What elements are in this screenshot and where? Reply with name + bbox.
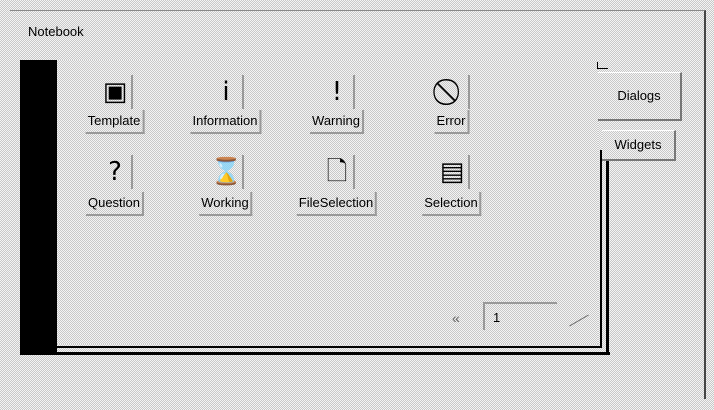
tab-corner-mark [597, 62, 608, 69]
selection-icon[interactable]: ▤ [436, 155, 470, 189]
tab-dialogs[interactable]: Dialogs [598, 72, 682, 121]
button-selection[interactable]: Selection [422, 192, 482, 216]
button-error[interactable]: Error [434, 110, 470, 134]
window-frame [10, 10, 706, 399]
page-edge [606, 155, 609, 355]
page-edge [34, 352, 610, 355]
file-selection-icon[interactable]: 🗋 [321, 155, 355, 189]
button-working[interactable]: Working [199, 192, 253, 216]
button-warning[interactable]: Warning [310, 110, 364, 134]
button-template[interactable]: Template [85, 110, 145, 134]
button-fileselection[interactable]: FileSelection [296, 192, 378, 216]
button-information[interactable]: Information [190, 110, 262, 134]
question-icon[interactable]: ? [99, 155, 133, 189]
tab-widgets[interactable]: Widgets [602, 130, 676, 161]
information-icon[interactable]: i [210, 75, 244, 109]
page-edge [600, 150, 602, 348]
page-back-arrow-icon[interactable]: « [452, 310, 460, 326]
notebook-binding [20, 60, 57, 355]
button-question[interactable]: Question [85, 192, 145, 216]
page-number-field[interactable]: 1 [483, 302, 557, 330]
error-icon[interactable]: ⃠ [436, 75, 470, 109]
hourglass-icon[interactable]: ⌛ [210, 155, 244, 189]
page-edge [30, 346, 602, 348]
notebook-title: Notebook [28, 24, 84, 39]
warning-icon[interactable]: ! [321, 75, 355, 109]
template-icon[interactable]: ▣ [99, 75, 133, 109]
notebook-page [57, 60, 598, 344]
